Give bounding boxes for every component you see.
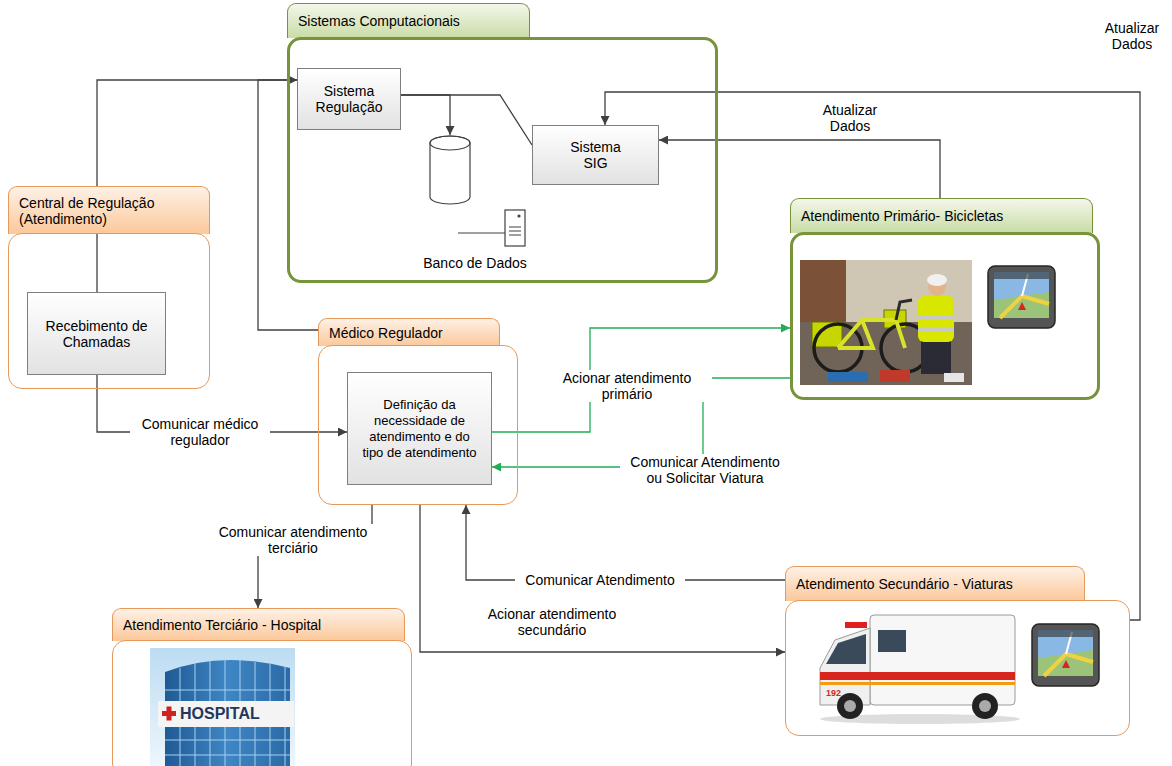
- group-frame: [785, 600, 1130, 736]
- ambulance-picture-part: [878, 630, 906, 652]
- edge-label: Comunicar atendimento terciário: [208, 524, 378, 556]
- bicycle-photo-part: [918, 296, 954, 342]
- ambulance-picture-part: [820, 672, 1015, 680]
- bicycle-photo-part: [800, 260, 972, 385]
- flow-arrow: [420, 505, 785, 652]
- group-title: Sistemas Computacionais: [298, 13, 460, 29]
- system-group: Sistemas ComputacionaisSistema Regulação…: [287, 3, 718, 283]
- group-title: Atendimento Secundário - Viaturas: [796, 576, 1013, 592]
- bicycle-photo-part: [944, 373, 964, 382]
- cylinder-body: [430, 136, 470, 204]
- service-group: Atendimento Secundário - Viaturas: [785, 566, 1130, 736]
- hospital-picture-part: [150, 648, 295, 766]
- box-label: Definição da necessidade de atendimento …: [360, 397, 480, 461]
- bicycle-photo-part: [828, 372, 868, 382]
- group-tab: Atendimento Secundário - Viaturas: [785, 566, 1085, 601]
- bicycle-photo-part: [918, 328, 954, 332]
- group-frame: [112, 640, 412, 766]
- edge-label: Atualizar Dados: [813, 102, 888, 134]
- group-tab: Atendimento Primário- Bicicletas: [790, 198, 1093, 233]
- actor-group: Central de Regulação (Atendimento) Recebi…: [8, 186, 210, 389]
- flow-arrow: [401, 95, 532, 145]
- flow-arrow: [605, 92, 1140, 620]
- flow-arrow: [466, 505, 785, 580]
- sign-text: HOSPITAL: [180, 705, 260, 723]
- group-tab: Central de Regulação (Atendimento): [8, 186, 210, 234]
- group-tab: Atendimento Terciário - Hospital: [112, 608, 405, 641]
- ambulance-picture-part: [972, 693, 998, 719]
- bicycle-photo-part: [880, 370, 910, 382]
- server-tower: [505, 210, 525, 246]
- group-frame: [790, 232, 1100, 400]
- box-label: Recebimento de Chamadas: [34, 318, 159, 350]
- database-cylinder: Banco de Dados: [405, 135, 545, 275]
- flow-arrow: [258, 505, 372, 608]
- group-title: Atendimento Terciário - Hospital: [123, 617, 321, 633]
- service-group: Atendimento Terciário - Hospital: [112, 608, 412, 766]
- edge-label: Comunicar Atendimento: [515, 572, 685, 588]
- group-tab: Médico Regulador: [318, 318, 500, 346]
- edge-label: Comunicar médico regulador: [130, 416, 270, 448]
- ambulance-picture-part: [845, 622, 867, 628]
- flow-arrow: [401, 95, 450, 135]
- vehicle-number: 192: [826, 689, 841, 699]
- ambulance-picture-part: [844, 700, 856, 712]
- ambulance-picture-part: [820, 682, 1015, 685]
- ambulance-picture: [820, 615, 1020, 724]
- group-title: Atendimento Primário- Bicicletas: [801, 208, 1003, 224]
- edge-label: Acionar atendimento secundário: [462, 606, 642, 638]
- process-box: Sistema SIG: [532, 125, 659, 185]
- bicycle-photo: [800, 260, 972, 385]
- server-slots: [509, 227, 521, 235]
- database-shape: [405, 135, 545, 275]
- group-title: Médico Regulador: [329, 325, 443, 341]
- ambulance-picture-part: [979, 700, 991, 712]
- gps-device: [988, 266, 1055, 328]
- process-box: Sistema Regulação: [297, 68, 401, 130]
- actor-group: Médico ReguladorDefinição da necessidade…: [318, 318, 518, 505]
- server-base: [458, 232, 505, 233]
- edge-label: Acionar atendimento primário: [542, 370, 712, 402]
- bicycle-photo-part: [918, 316, 954, 320]
- ambulance-picture-part: [820, 628, 870, 705]
- bicycle-photo-part: [921, 338, 951, 374]
- flow-arrow: [659, 140, 940, 198]
- ambulance-picture-part: [870, 615, 1015, 705]
- hospital-picture: [150, 648, 295, 766]
- group-tab: Sistemas Computacionais: [287, 3, 530, 38]
- box-label: Sistema SIG: [561, 139, 631, 171]
- bicycle-photo-part: [800, 260, 846, 322]
- cylinder-top: [430, 136, 470, 150]
- bicycle-photo-part: [838, 320, 905, 348]
- flow-arrow: [492, 328, 790, 432]
- ambulance-picture-part: [826, 634, 866, 664]
- bicycle-photo-part: [896, 300, 912, 320]
- server-light: [517, 214, 520, 217]
- edge-label: Atualizar Dados: [1097, 20, 1167, 52]
- box-label: Sistema Regulação: [304, 83, 394, 115]
- database-label: Banco de Dados: [423, 255, 527, 271]
- bicycle-photo-part: [800, 322, 972, 385]
- process-box: Recebimento de Chamadas: [27, 292, 166, 375]
- bicycle-photo-part: [927, 274, 947, 286]
- group-title: Central de Regulação (Atendimento): [19, 195, 199, 227]
- bicycle-photo-part: [838, 320, 873, 348]
- hospital-picture-part: [158, 701, 294, 727]
- gps-device: [1032, 624, 1099, 686]
- edge-label: Comunicar Atendimento ou Solicitar Viatu…: [620, 454, 790, 486]
- decision-box: Definição da necessidade de atendimento …: [347, 372, 492, 485]
- hospital-picture-part: [167, 707, 172, 721]
- service-group: Atendimento Primário- Bicicletas: [790, 198, 1100, 400]
